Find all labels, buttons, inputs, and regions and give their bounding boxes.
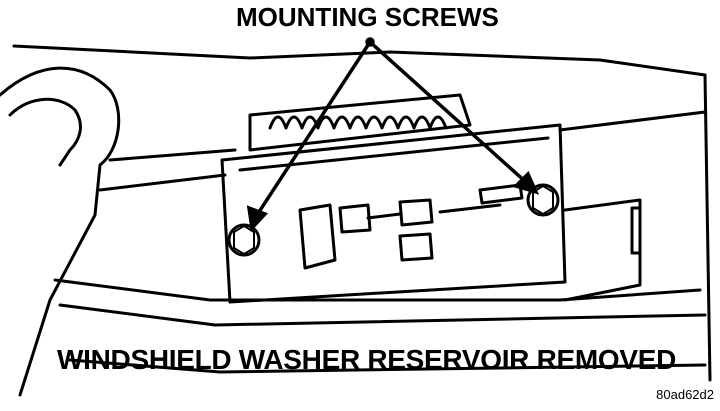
upper-ledge	[108, 110, 707, 162]
mounting-plate	[220, 123, 567, 304]
bottom-ridge	[68, 358, 707, 374]
right-leader-line	[368, 40, 530, 186]
terminal-tab-1	[338, 203, 372, 234]
right-arrowhead-icon	[512, 170, 540, 195]
terminal-clip	[478, 183, 524, 205]
terminal-tab-3	[398, 232, 434, 262]
lower-lip	[58, 303, 707, 327]
figure-caption: WINDSHIELD WASHER RESERVOIR REMOVED	[57, 344, 677, 375]
right-screw-hex	[532, 184, 554, 216]
left-screw-hex	[233, 224, 255, 256]
right-panel	[563, 198, 642, 302]
inner-ledge	[98, 173, 227, 192]
terminal-tab-2	[398, 198, 434, 227]
left-panel	[0, 66, 121, 397]
right-slot	[630, 206, 642, 255]
left-arrowhead-icon	[246, 205, 269, 232]
terminal-bar	[366, 203, 502, 220]
left-leader-line	[253, 41, 372, 219]
lower-floor	[53, 278, 702, 302]
figure-code: 80ad62d2	[656, 387, 714, 402]
coil-spring	[268, 115, 448, 130]
body-top-edge	[12, 44, 707, 77]
mounting-screws-label: MOUNTING SCREWS	[236, 2, 499, 32]
leader-origin	[365, 37, 375, 47]
body-right-edge	[703, 73, 712, 382]
left-recess	[8, 97, 82, 167]
coil-housing	[248, 93, 472, 152]
terminal-strap	[298, 203, 337, 270]
